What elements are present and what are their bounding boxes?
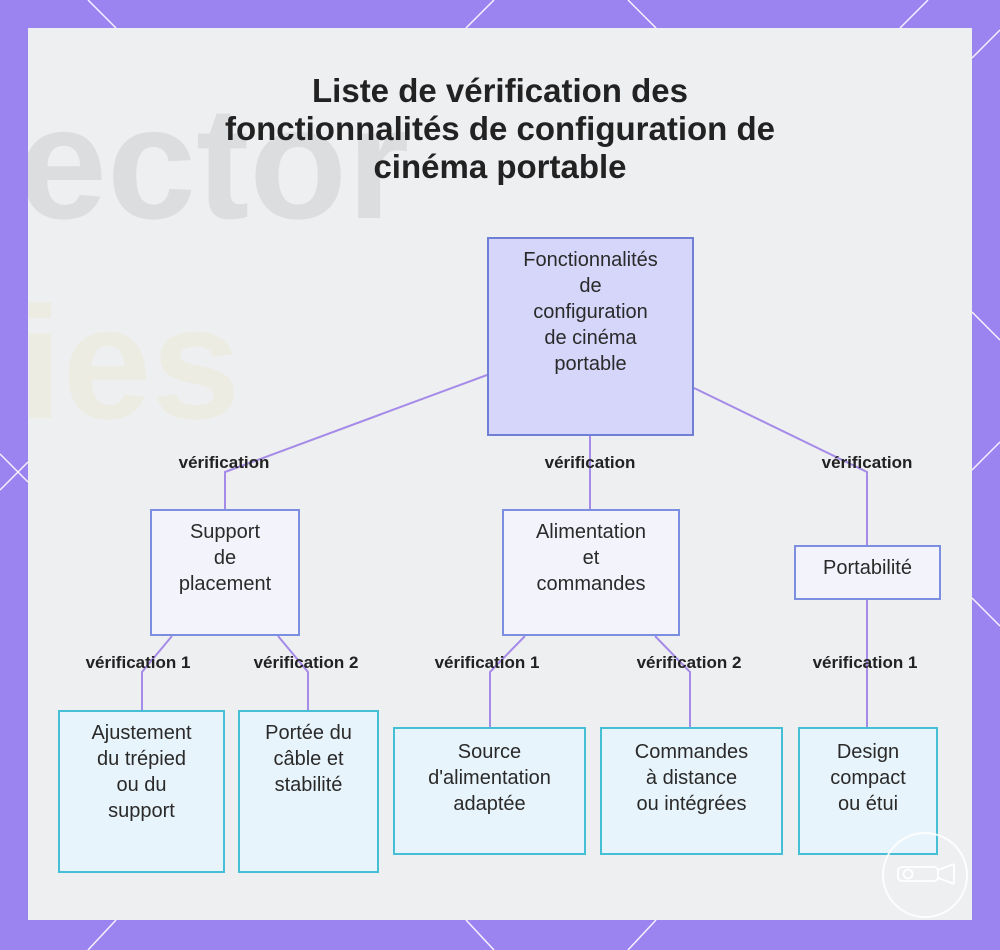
edge-root-support: [224, 374, 488, 510]
node-portee-cable-label: Portée du câble et stabilité: [265, 722, 352, 796]
edge-support-cable: [277, 635, 309, 710]
node-support-placement-label: Support de placement: [178, 521, 272, 595]
node-design-compact-label: Design compact ou étui: [830, 741, 906, 815]
node-support-placement: Support de placement: [150, 509, 300, 636]
edge-label-root-support: vérification: [178, 453, 270, 472]
edge-label-support-cable: vérification 2: [253, 653, 359, 672]
projector-icon: [882, 832, 968, 918]
node-source-alimentation-label: Source d'alimentation adaptée: [428, 741, 551, 815]
node-source-alimentation: Source d'alimentation adaptée: [393, 727, 586, 855]
node-root-label: Fonctionnalités de configuration de ciné…: [523, 249, 658, 375]
edge-label-support-trepied: vérification 1: [85, 653, 191, 672]
node-portabilite-label: Portabilité: [823, 557, 912, 579]
edge-alimentation-commandes: [654, 635, 691, 727]
edge-label-alimentation-commandes: vérification 2: [636, 653, 742, 672]
edge-label-portabilite-design: vérification 1: [812, 653, 918, 672]
edge-label-alimentation-source: vérification 1: [434, 653, 540, 672]
edge-label-root-portabilite: vérification: [821, 453, 913, 472]
node-portabilite: Portabilité: [794, 545, 941, 600]
node-commandes-distance: Commandes à distance ou intégrées: [600, 727, 783, 855]
node-commandes-distance-label: Commandes à distance ou intégrées: [634, 741, 749, 815]
page-title: Liste de vérification des fonctionnalité…: [0, 72, 1000, 186]
title-line-3: cinéma portable: [373, 148, 627, 185]
title-line-1: Liste de vérification des: [312, 72, 688, 109]
node-ajustement-trepied-label: Ajustement du trépied ou du support: [91, 722, 192, 822]
edge-root-portabilite: [693, 387, 868, 545]
node-design-compact: Design compact ou étui: [798, 727, 938, 855]
node-ajustement-trepied: Ajustement du trépied ou du support: [58, 710, 225, 873]
node-portee-cable: Portée du câble et stabilité: [238, 710, 379, 873]
edge-alimentation-source: [489, 635, 526, 727]
edge-label-root-alimentation: vérification: [544, 453, 636, 472]
node-alimentation-commandes-label: Alimentation et commandes: [535, 521, 647, 595]
edge-support-trepied: [141, 635, 173, 710]
node-root: Fonctionnalités de configuration de ciné…: [487, 237, 694, 436]
node-alimentation-commandes: Alimentation et commandes: [502, 509, 680, 636]
title-line-2: fonctionnalités de configuration de: [224, 110, 775, 147]
